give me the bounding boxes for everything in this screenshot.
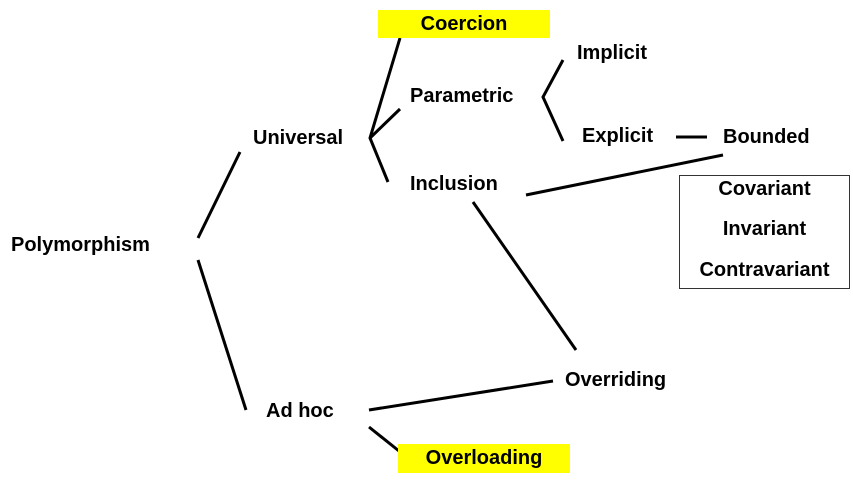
node-explicit: Explicit xyxy=(582,125,654,147)
variance-covariant: Covariant xyxy=(718,178,811,200)
variance-box: Covariant Invariant Contravariant xyxy=(679,175,850,289)
edge-universal-parametric xyxy=(368,107,402,140)
edge-polymorphism-universal xyxy=(196,151,242,239)
variance-invariant: Invariant xyxy=(722,218,807,240)
node-inclusion: Inclusion xyxy=(410,173,498,195)
edge-parametric-fork xyxy=(541,59,565,142)
edge-universal-fork xyxy=(368,37,402,183)
node-coercion: Coercion xyxy=(378,10,550,38)
node-universal: Universal xyxy=(253,127,344,149)
edge-polymorphism-adhoc xyxy=(196,259,248,411)
node-overriding: Overriding xyxy=(565,369,667,391)
node-bounded: Bounded xyxy=(723,126,810,148)
variance-contravariant: Contravariant xyxy=(699,259,830,281)
edge-inclusion-overriding xyxy=(471,201,578,351)
node-polymorphism: Polymorphism xyxy=(11,234,150,256)
node-implicit: Implicit xyxy=(577,42,648,64)
node-ad-hoc: Ad hoc xyxy=(266,400,334,422)
edge-adhoc-overloading xyxy=(368,425,400,453)
edge-inclusion-bounded xyxy=(525,153,724,197)
node-overloading: Overloading xyxy=(398,444,570,473)
edge-adhoc-overriding xyxy=(368,379,554,412)
node-parametric: Parametric xyxy=(410,85,514,107)
